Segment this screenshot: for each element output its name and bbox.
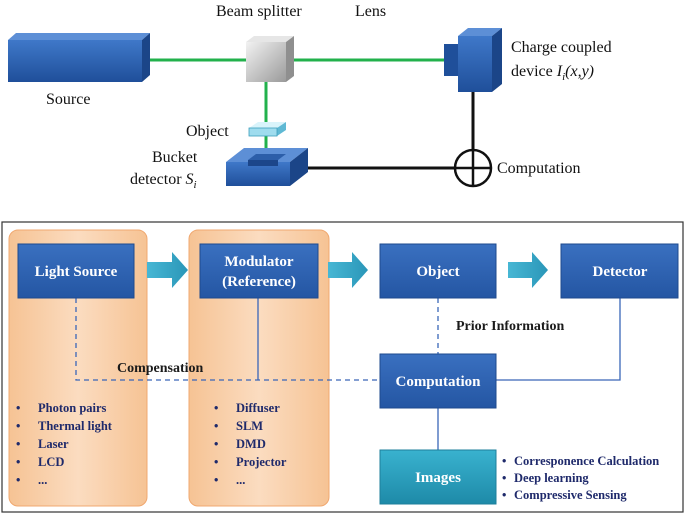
arrow-object-to-detector: [508, 252, 548, 288]
list-item: •Deep learning: [502, 471, 589, 485]
box-light-source: Light Source: [17, 243, 135, 299]
label-bucket-line2: detector Si: [130, 171, 197, 191]
label-lens: Lens: [355, 3, 386, 20]
beam-splitter-cube: [246, 36, 294, 82]
label-compensation: Compensation: [117, 361, 204, 376]
label-ccd-line2: device Ii(x,y): [511, 63, 594, 83]
box-modulator-line1: Modulator: [224, 254, 294, 270]
modulator-panel: [188, 229, 330, 507]
box-detector: Detector: [560, 243, 679, 299]
box-computation-label: Computation: [395, 374, 481, 390]
detector-to-computation: [496, 298, 621, 381]
box-object: Object: [379, 243, 497, 299]
label-object: Object: [186, 123, 229, 140]
list-item: •Photon pairs: [16, 401, 107, 415]
box-images: Images: [379, 449, 497, 505]
box-light-source-label: Light Source: [35, 264, 118, 280]
list-item: •Corresponence Calculation: [502, 454, 659, 468]
box-images-label: Images: [415, 470, 461, 486]
label-computation-top: Computation: [497, 160, 581, 177]
box-computation: Computation: [379, 353, 497, 409]
label-prior-information: Prior Information: [456, 319, 564, 334]
compensation-line: [75, 298, 381, 381]
arrow-light-to-modulator: [147, 252, 188, 288]
object-plate: [248, 122, 286, 137]
list-item: •Thermal light: [16, 419, 113, 433]
label-bucket-line1: Bucket: [152, 149, 198, 166]
label-ccd-line1: Charge coupled: [511, 39, 612, 56]
box-object-label: Object: [416, 264, 459, 280]
source-box: [8, 33, 150, 82]
arrow-modulator-to-object: [328, 252, 368, 288]
light-source-panel: [8, 229, 148, 507]
box-modulator: Modulator (Reference): [199, 243, 319, 299]
computation-symbol: [453, 148, 493, 188]
image-method-list: •Corresponence Calculation •Deep learnin…: [502, 454, 659, 502]
list-item: •Compressive Sensing: [502, 488, 627, 502]
box-detector-label: Detector: [593, 264, 648, 280]
ccd-camera: [444, 28, 502, 92]
label-source: Source: [46, 91, 90, 108]
label-beam-splitter: Beam splitter: [216, 3, 302, 20]
box-modulator-line2: (Reference): [222, 274, 296, 290]
bucket-detector: [226, 148, 308, 186]
